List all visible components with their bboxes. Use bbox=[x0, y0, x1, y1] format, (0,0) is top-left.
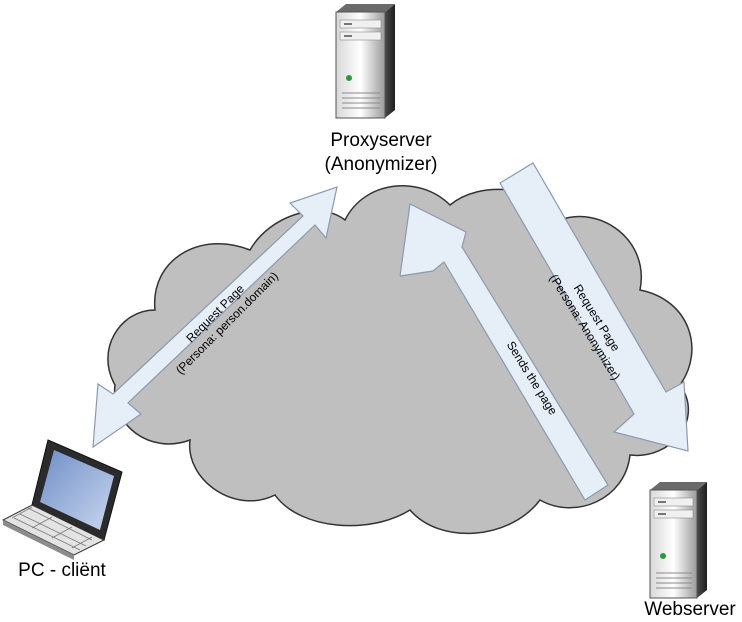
arrow-shape-up bbox=[399, 203, 609, 501]
client-label: PC - cliënt bbox=[18, 560, 106, 581]
proxy-server-icon bbox=[335, 4, 395, 119]
webserver-label: Webserver bbox=[644, 599, 736, 620]
webserver-icon bbox=[649, 482, 707, 599]
arrow-shape-down bbox=[499, 162, 689, 452]
double-arrow-shape bbox=[92, 186, 338, 449]
laptop-icon bbox=[1, 439, 123, 560]
proxy-label-line1: Proxyserver bbox=[330, 130, 432, 151]
proxy-label-line2: (Anonymizer) bbox=[325, 154, 438, 175]
